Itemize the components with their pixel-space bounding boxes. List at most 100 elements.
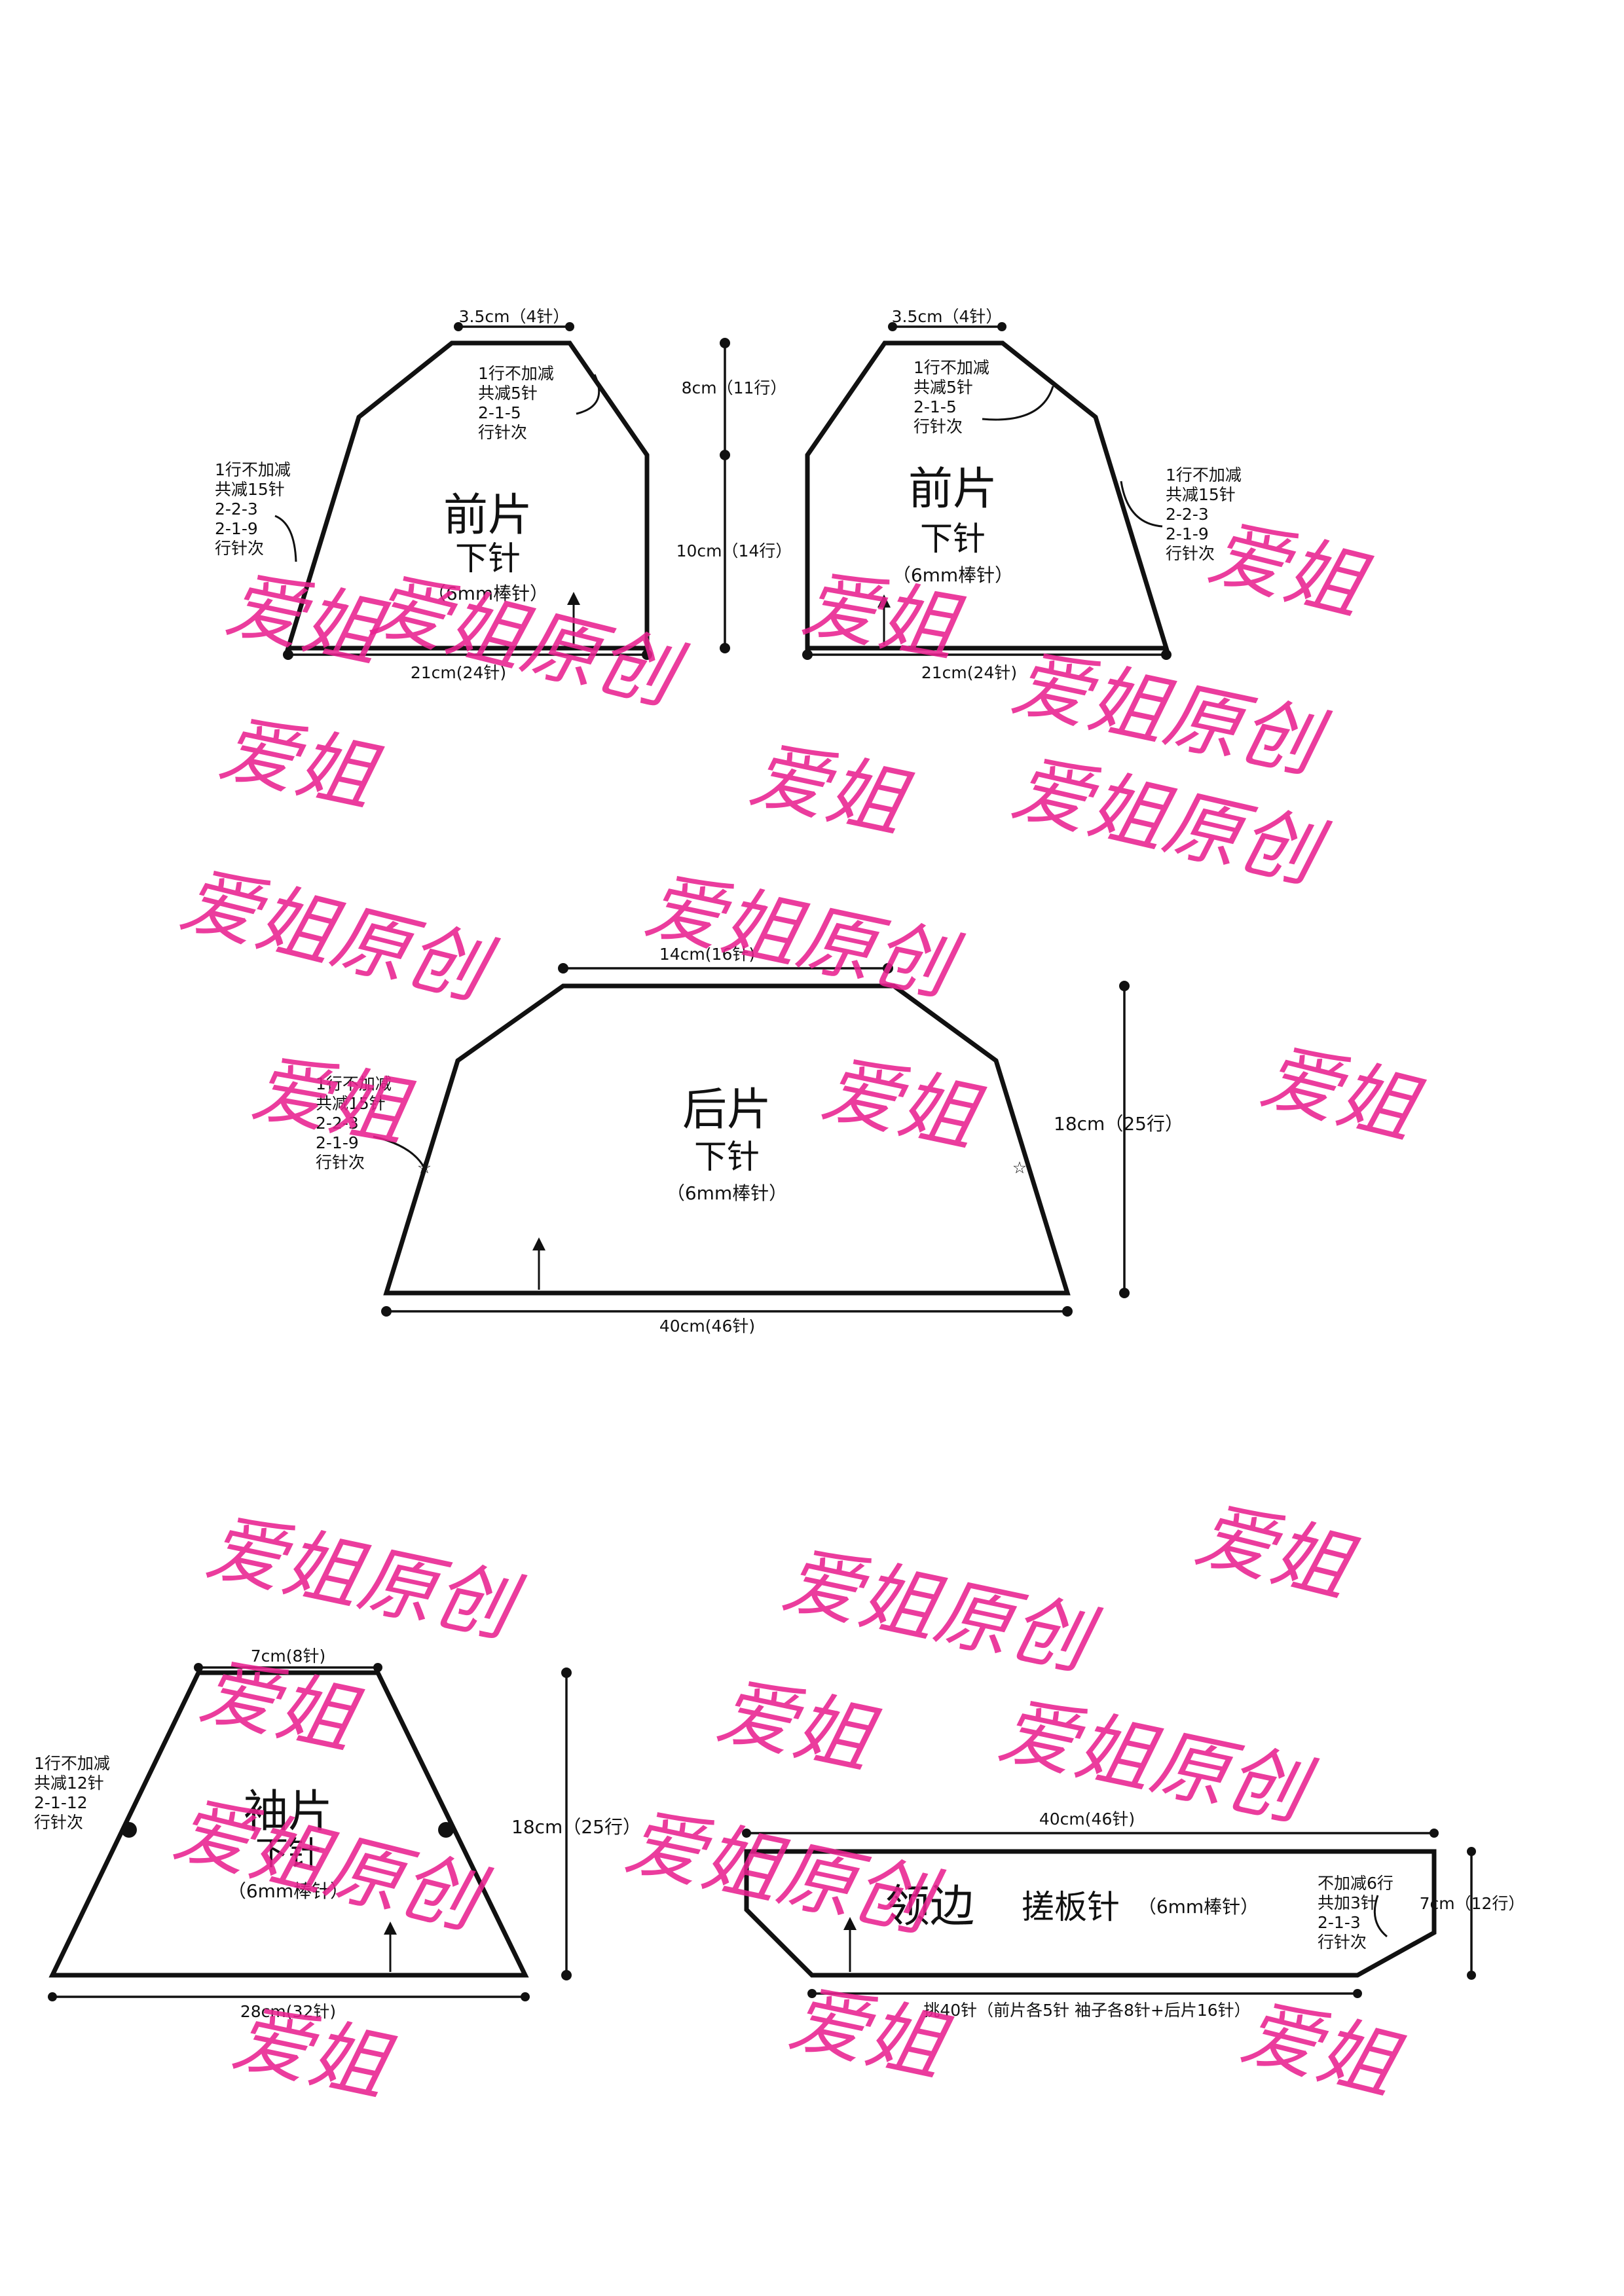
sleeve-needle: （6mm棒针） [228,1880,348,1902]
back-right-star-mark: ☆ [1012,1158,1027,1177]
sleeve-title: 袖片 [244,1786,333,1838]
sleeve-direction-arrow [384,1922,397,1935]
front-left-neck-note-2: 共减5针 [478,384,538,403]
watermark: 爱姐 [212,702,388,824]
back-direction-arrow [532,1237,545,1250]
watermark: 爱姐 [225,1992,401,2113]
watermark: 爱姐 [1200,506,1378,632]
sleeve-piece: 7cm(8针) 28cm(32针) 18cm（25行） 1行不加减 共减12针 … [34,1647,641,2021]
collar-bottom-note: 挑40针（前片各5针 袖子各8针+后片16针） [923,2001,1250,2020]
front-right-neck-note-3: 2-1-5 [913,397,957,416]
back-top-width: 14cm(16针) [659,945,755,964]
watermark: 爱姐 [1253,1030,1430,1156]
watermark: 爱姐原创 [618,1795,949,1950]
collar-top-width: 40cm(46针) [1039,1810,1135,1829]
sleeve-right-marker [438,1822,454,1838]
sleeve-stitch: 下针 [255,1834,321,1872]
front-left-bottom-width: 21cm(24针) [411,663,506,682]
front-left-neck-note-1: 1行不加减 [478,364,554,383]
back-side-note-4: 2-1-9 [316,1133,359,1152]
front-right-stitch: 下针 [920,520,986,558]
front-height-dimension: 8cm（11行） 10cm（14行） [676,338,792,653]
front-right-neck-note-1: 1行不加减 [913,358,989,377]
sleeve-left-marker [121,1822,137,1838]
front-right-side-note-2: 共减15针 [1166,485,1236,504]
sleeve-outline [48,1670,529,1978]
sleeve-side-note-1: 1行不加减 [34,1754,110,1773]
watermark: 爱姐 [219,558,394,680]
sleeve-side-note-3: 2-1-12 [34,1793,88,1812]
front-right-neck-note-2: 共减5针 [913,378,973,397]
watermark: 爱姐 [1233,1986,1411,2112]
back-side-note-2: 共减15针 [316,1094,386,1113]
front-right-neck-note-4: 行针次 [913,417,963,436]
front-left-direction-arrow [567,592,580,605]
front-right-side-note-1: 1行不加减 [1166,465,1242,484]
back-title: 后片 [682,1084,771,1136]
front-left-top-width: 3.5cm（4针） [459,307,570,326]
front-right-side-note-3: 2-2-3 [1166,505,1209,524]
back-left-star-mark: ☆ [417,1158,432,1177]
front-right-side-note-5: 行针次 [1166,544,1215,563]
watermark: 爱姐原创 [199,1501,530,1655]
watermark: 爱姐原创 [638,859,969,1013]
collar-direction-arrow [843,1917,857,1930]
front-left-side-note-3: 2-2-3 [215,500,258,519]
watermark: 爱姐 [193,1645,368,1766]
back-piece: 14cm(16针) 40cm(46针) 18cm（25行） 1行不加减 共减15… [316,945,1183,1336]
watermark: 爱姐 [743,728,918,850]
watermark: 爱姐 [815,1042,990,1164]
sleeve-side-note-4: 行针次 [34,1813,83,1832]
sleeve-side-note-2: 共减12针 [34,1774,104,1793]
front-left-stitch: 下针 [455,539,521,577]
collar-side-note-2: 共加3针 [1318,1893,1377,1912]
front-right-side-note-4: 2-1-9 [1166,524,1209,543]
collar-stitch: 搓板针 [1022,1888,1120,1926]
collar-side-note-3: 2-1-3 [1318,1913,1361,1932]
front-left-side-note-5: 行针次 [215,539,264,558]
front-left-side-note-2: 共减15针 [215,480,285,499]
back-outline [383,983,1071,1296]
front-right-outline [805,340,1170,651]
watermark: 爱姐原创 [172,853,504,1018]
back-side-note-3: 2-2-3 [316,1114,359,1133]
collar-side-note-4: 行针次 [1318,1933,1367,1952]
front-left-neck-note-4: 行针次 [478,423,527,442]
collar-outline [744,1849,1437,1978]
front-left-title: 前片 [443,490,532,541]
sleeve-height: 18cm（25行） [511,1816,641,1838]
collar-side-note-1: 不加减6行 [1318,1874,1393,1893]
back-bottom-width: 40cm(46针) [659,1317,755,1336]
watermark: 爱姐 [246,1042,419,1159]
back-needle: （6mm棒针） [667,1182,787,1204]
front-left-outline [285,340,650,651]
watermark-layer: 爱姐 爱姐原创 爱姐 爱姐 爱姐 爱姐原创 爱姐 爱姐原创 爱姐原创 爱姐原创 … [166,506,1430,2113]
front-height-lower: 10cm（14行） [676,541,792,560]
back-height: 18cm（25行） [1054,1113,1183,1135]
front-left-side-note-4: 2-1-9 [215,519,258,538]
front-right-top-width: 3.5cm（4针） [892,307,1003,326]
front-left-needle: （6mm棒针） [428,583,548,604]
front-right-bottom-width: 21cm(24针) [921,663,1017,682]
front-right-piece: 3.5cm（4针） 21cm(24针) 1行不加减 共减5针 2-1-5 行针次… [802,307,1242,682]
back-side-note-1: 1行不加减 [316,1074,392,1093]
back-stitch: 下针 [694,1138,760,1176]
watermark: 爱姐 [710,1664,885,1786]
watermark: 爱姐 [1187,1488,1365,1614]
front-right-title: 前片 [908,464,997,515]
sleeve-top-width: 7cm(8针) [251,1647,325,1666]
collar-height: 7cm（12行） [1420,1894,1525,1913]
front-left-piece: 3.5cm（4针） 21cm(24针) 1行不加减 共减5针 2-1-5 行针次… [215,307,652,682]
watermark: 爱姐 [782,1972,957,2094]
back-side-note-5: 行针次 [316,1153,365,1172]
front-left-neck-note-3: 2-1-5 [478,403,521,422]
front-right-needle: （6mm棒针） [893,564,1013,586]
front-height-upper: 8cm（11行） [682,378,787,397]
front-left-side-note-1: 1行不加减 [215,460,291,479]
collar-title: 领边 [885,1881,974,1933]
sleeve-bottom-width: 28cm(32针) [240,2002,336,2021]
collar-piece: 40cm(46针) 挑40针（前片各5针 袖子各8针+后片16针） 7cm（12… [742,1810,1524,2020]
front-right-direction-arrow [877,594,891,608]
collar-needle: （6mm棒针） [1138,1896,1259,1918]
